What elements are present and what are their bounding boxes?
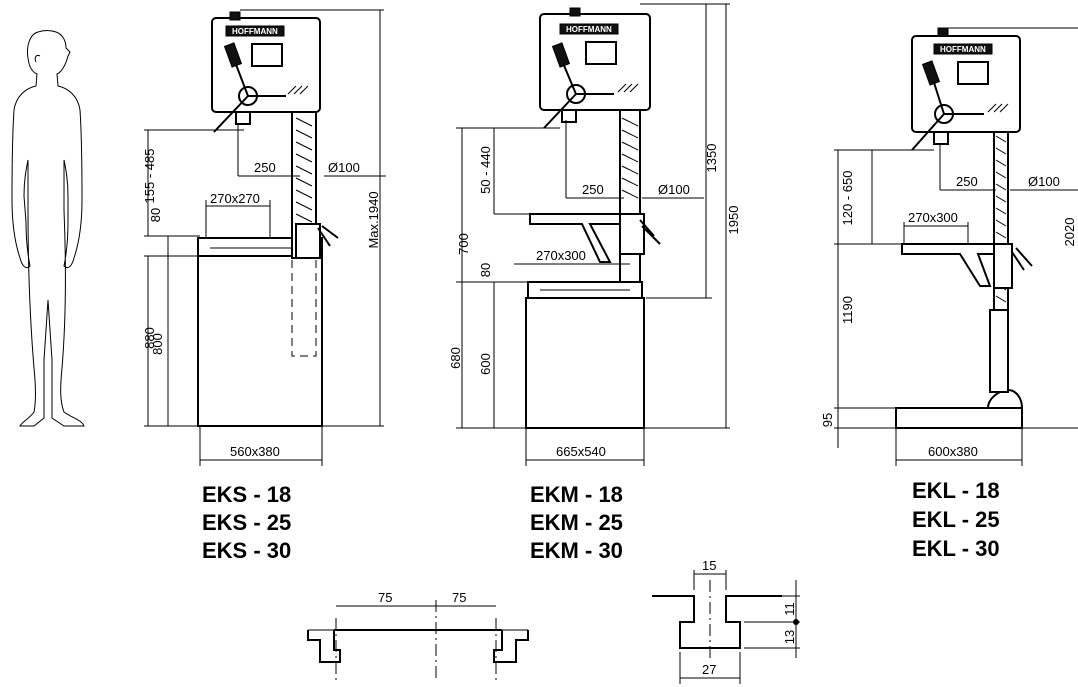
tslot-dim-depth-top: 11 bbox=[782, 602, 797, 616]
eks-dim-spindle-table: 155 - 485 bbox=[142, 149, 157, 204]
ekm-model-line-3: EKM - 30 bbox=[530, 538, 623, 563]
machine-ekl-drawing: HOFFMANN bbox=[834, 27, 1078, 466]
ekl-model-line-1: EKL - 18 bbox=[912, 478, 1000, 503]
ekl-dim-footprint: 600x380 bbox=[928, 444, 978, 459]
ekm-dim-stand-height: 600 bbox=[478, 353, 493, 375]
eks-dim-reach: 250 bbox=[254, 160, 276, 175]
ekm-table-lever bbox=[639, 219, 661, 245]
ekl-dim-table-height: 1190 bbox=[840, 296, 855, 324]
eks-dim-footprint: 560x380 bbox=[230, 444, 280, 459]
table-slot-profile bbox=[307, 600, 529, 680]
eks-dim-max-height: Max.1940 bbox=[366, 191, 381, 248]
ekl-dim-total-height: 2020 bbox=[1062, 218, 1077, 247]
human-silhouette-figure bbox=[11, 30, 85, 427]
slot-dim-spacing-right: 75 bbox=[452, 590, 466, 605]
eks-dashed-extension bbox=[291, 260, 317, 357]
tslot-dim-width: 15 bbox=[702, 558, 716, 573]
eks-dim-table-size: 270x270 bbox=[210, 191, 260, 206]
eks-dim-base-height: 880 bbox=[142, 327, 157, 349]
eks-model-line-3: EKS - 30 bbox=[202, 538, 291, 563]
ekl-floor-base bbox=[895, 407, 1023, 429]
eks-spindle bbox=[235, 111, 251, 125]
ekm-dim-column-dia: Ø100 bbox=[658, 182, 690, 197]
ekm-dim-table-height-total: 700 bbox=[456, 233, 471, 255]
ekm-dim-head-height: 1350 bbox=[704, 144, 719, 173]
t-slot-detail bbox=[652, 570, 800, 684]
ekl-spindle bbox=[933, 131, 949, 145]
ekm-dim-reach: 250 bbox=[582, 182, 604, 197]
ekm-spindle bbox=[561, 109, 577, 123]
ekm-dim-spindle-table: 50 - 440 bbox=[478, 146, 493, 194]
ekl-brand-label: HOFFMANN bbox=[940, 45, 986, 54]
eks-model-line-1: EKS - 18 bbox=[202, 482, 291, 507]
ekm-dim-footprint: 665x540 bbox=[556, 444, 606, 459]
ekl-model-line-3: EKL - 30 bbox=[912, 536, 1000, 561]
ekm-dim-total-height: 1950 bbox=[726, 206, 741, 235]
eks-stand-base bbox=[197, 255, 323, 427]
machine-ekm-drawing: HOFFMANN bbox=[456, 3, 730, 466]
eks-brand-label: HOFFMANN bbox=[232, 27, 278, 36]
ekm-dim-base-height: 680 bbox=[448, 347, 463, 369]
tslot-dim-depth-bottom: 13 bbox=[782, 630, 797, 644]
ekm-dim-table-thickness: 80 bbox=[478, 263, 493, 277]
ekl-lower-column bbox=[989, 309, 1009, 393]
ekl-table-lever bbox=[1011, 247, 1033, 271]
ekm-stand-base bbox=[525, 297, 645, 429]
ekl-dim-spindle-table: 120 - 650 bbox=[840, 171, 855, 226]
machine-eks-drawing: HOFFMANN bbox=[144, 9, 386, 466]
slot-dim-spacing-left: 75 bbox=[378, 590, 392, 605]
ekl-dim-table-size: 270x300 bbox=[908, 210, 958, 225]
ekl-dim-reach: 250 bbox=[956, 174, 978, 189]
tslot-dim-bottom-width: 27 bbox=[702, 662, 716, 677]
ekl-model-line-2: EKL - 25 bbox=[912, 507, 1000, 532]
eks-dim-column-dia: Ø100 bbox=[328, 160, 360, 175]
ekm-brand-label: HOFFMANN bbox=[566, 25, 612, 34]
eks-table-lever bbox=[317, 225, 339, 247]
ekl-work-table bbox=[901, 243, 1001, 287]
ekl-dim-base-thickness: 95 bbox=[820, 413, 835, 427]
eks-dim-table-thickness: 80 bbox=[148, 208, 163, 222]
ekl-dim-column-dia: Ø100 bbox=[1028, 174, 1060, 189]
ekm-model-line-2: EKM - 25 bbox=[530, 510, 623, 535]
ekm-column bbox=[619, 109, 641, 283]
eks-dim-stand-height: 800 bbox=[150, 333, 165, 355]
eks-model-line-2: EKS - 25 bbox=[202, 510, 291, 535]
ekm-model-line-1: EKM - 18 bbox=[530, 482, 623, 507]
ekm-dim-table-size: 270x300 bbox=[536, 248, 586, 263]
